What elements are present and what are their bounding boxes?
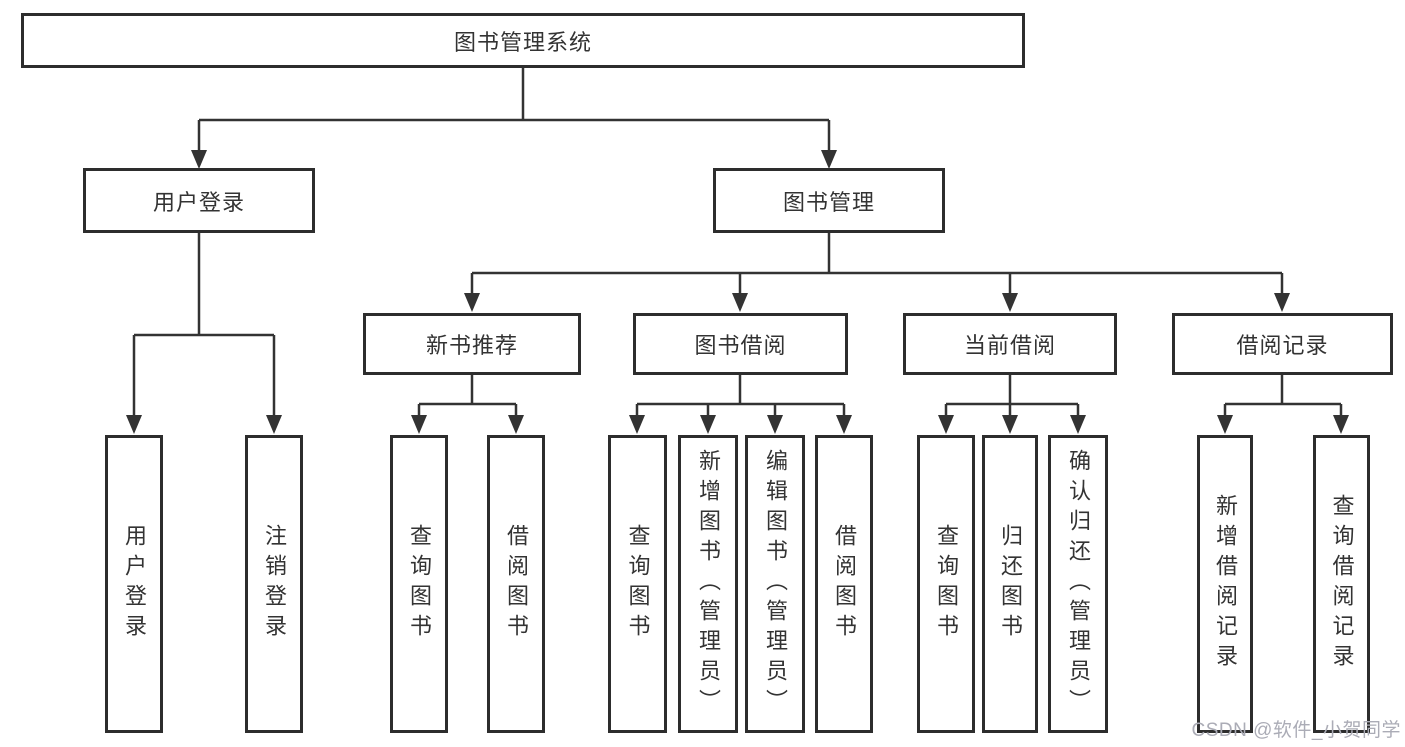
node-book-management: 图书管理 xyxy=(713,168,945,233)
leaf-add-borrow-record-label: 新增借阅记录 xyxy=(1213,494,1238,674)
leaf-logout: 注销登录 xyxy=(245,435,303,733)
leaf-user-login-label: 用户登录 xyxy=(122,524,147,644)
leaf-borrow-book-1-label: 借阅图书 xyxy=(504,524,529,644)
leaf-query-book-1: 查询图书 xyxy=(390,435,448,733)
leaf-add-borrow-record: 新增借阅记录 xyxy=(1197,435,1253,733)
leaf-query-book-2: 查询图书 xyxy=(608,435,667,733)
leaf-confirm-return-admin-label: 确认归还（管理员） xyxy=(1066,449,1091,719)
leaf-add-book-admin: 新增图书（管理员） xyxy=(678,435,738,733)
leaf-borrow-book-1: 借阅图书 xyxy=(487,435,545,733)
leaf-logout-label: 注销登录 xyxy=(262,524,287,644)
node-root: 图书管理系统 xyxy=(21,13,1025,68)
leaf-query-borrow-record-label: 查询借阅记录 xyxy=(1329,494,1355,674)
leaf-edit-book-admin-label: 编辑图书（管理员） xyxy=(763,449,788,719)
node-new-book-recommend-label: 新书推荐 xyxy=(425,333,518,358)
node-borrow-records-label: 借阅记录 xyxy=(1236,333,1329,358)
leaf-user-login: 用户登录 xyxy=(105,435,163,733)
node-user-login: 用户登录 xyxy=(83,168,315,233)
leaf-query-book-2-label: 查询图书 xyxy=(625,524,651,644)
leaf-query-borrow-record: 查询借阅记录 xyxy=(1313,435,1370,733)
leaf-borrow-book-2-label: 借阅图书 xyxy=(832,524,857,644)
leaf-return-book-label: 归还图书 xyxy=(998,524,1023,644)
node-current-borrow-label: 当前借阅 xyxy=(963,333,1056,358)
csdn-watermark: CSDN @软件_小贺同学 xyxy=(1191,720,1401,741)
leaf-borrow-book-2: 借阅图书 xyxy=(815,435,873,733)
leaf-add-book-admin-label: 新增图书（管理员） xyxy=(696,449,721,719)
leaf-query-book-1-label: 查询图书 xyxy=(407,524,432,644)
node-borrow-records: 借阅记录 xyxy=(1172,313,1393,375)
node-user-login-label: 用户登录 xyxy=(152,189,245,215)
leaf-edit-book-admin: 编辑图书（管理员） xyxy=(745,435,805,733)
node-book-borrow: 图书借阅 xyxy=(633,313,848,375)
node-current-borrow: 当前借阅 xyxy=(903,313,1117,375)
node-root-label: 图书管理系统 xyxy=(453,29,592,55)
leaf-confirm-return-admin: 确认归还（管理员） xyxy=(1048,435,1108,733)
leaf-return-book: 归还图书 xyxy=(982,435,1038,733)
leaf-query-book-3: 查询图书 xyxy=(917,435,975,733)
node-new-book-recommend: 新书推荐 xyxy=(363,313,581,375)
node-book-management-label: 图书管理 xyxy=(782,189,875,215)
node-book-borrow-label: 图书借阅 xyxy=(694,333,787,358)
leaf-query-book-3-label: 查询图书 xyxy=(934,524,959,644)
